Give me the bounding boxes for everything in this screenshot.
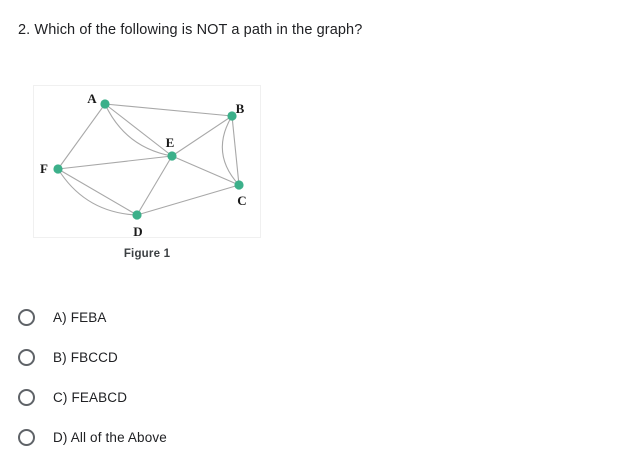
radio-icon-b[interactable] — [18, 348, 35, 366]
option-row-b[interactable]: B) FBCCD — [18, 337, 418, 377]
graph-edge-a-b — [104, 103, 233, 117]
graph-edge-e-d — [136, 155, 173, 216]
graph-node-e — [167, 151, 177, 161]
answer-options: A) FEBA B) FBCCD C) FEABCD D) All of the… — [18, 297, 418, 457]
graph-node-label-d: D — [133, 224, 142, 239]
graph-figure: A B E C F D — [33, 85, 261, 239]
graph-node-a — [100, 99, 110, 109]
graph-edge-f-d — [57, 168, 138, 216]
option-row-c[interactable]: C) FEABCD — [18, 377, 418, 417]
graph-edge-e-c — [171, 155, 240, 186]
graph-node-c — [234, 180, 244, 190]
graph-node-label-b: B — [236, 101, 245, 116]
graph-edge-e-b — [171, 115, 233, 157]
graph-node-d — [132, 210, 142, 220]
graph-edge-e-f — [57, 155, 173, 170]
graph-edge-a-e — [104, 103, 173, 157]
figure-block: A B E C F D Figure 1 — [33, 85, 261, 260]
graph-node-f — [53, 164, 63, 174]
figure-caption: Figure 1 — [123, 248, 171, 260]
graph-edge-d-c — [136, 184, 240, 216]
option-label-b: B) FBCCD — [53, 349, 118, 365]
graph-node-label-e: E — [166, 135, 175, 150]
option-label-c: C) FEABCD — [53, 389, 128, 405]
option-row-d[interactable]: D) All of the Above — [18, 417, 418, 457]
radio-icon-c[interactable] — [18, 388, 35, 406]
graph-node-label-a: A — [87, 91, 97, 106]
graph-edge-a-e — [104, 103, 173, 157]
graph-edge-b-c — [221, 115, 240, 186]
graph-svg: A B E C F D — [40, 91, 247, 239]
option-label-d: D) All of the Above — [53, 429, 167, 445]
question-text: 2. Which of the following is NOT a path … — [18, 22, 363, 38]
radio-icon-d[interactable] — [18, 428, 35, 446]
radio-icon-a[interactable] — [18, 308, 35, 326]
option-row-a[interactable]: A) FEBA — [18, 297, 418, 337]
graph-node-label-f: F — [40, 161, 48, 176]
graph-node-b — [227, 111, 237, 121]
graph-edge-f-d — [57, 168, 138, 216]
graph-node-label-c: C — [237, 193, 246, 208]
graph-edge-a-f — [57, 103, 106, 170]
graph-edge-b-c — [231, 115, 240, 186]
option-label-a: A) FEBA — [53, 309, 107, 325]
